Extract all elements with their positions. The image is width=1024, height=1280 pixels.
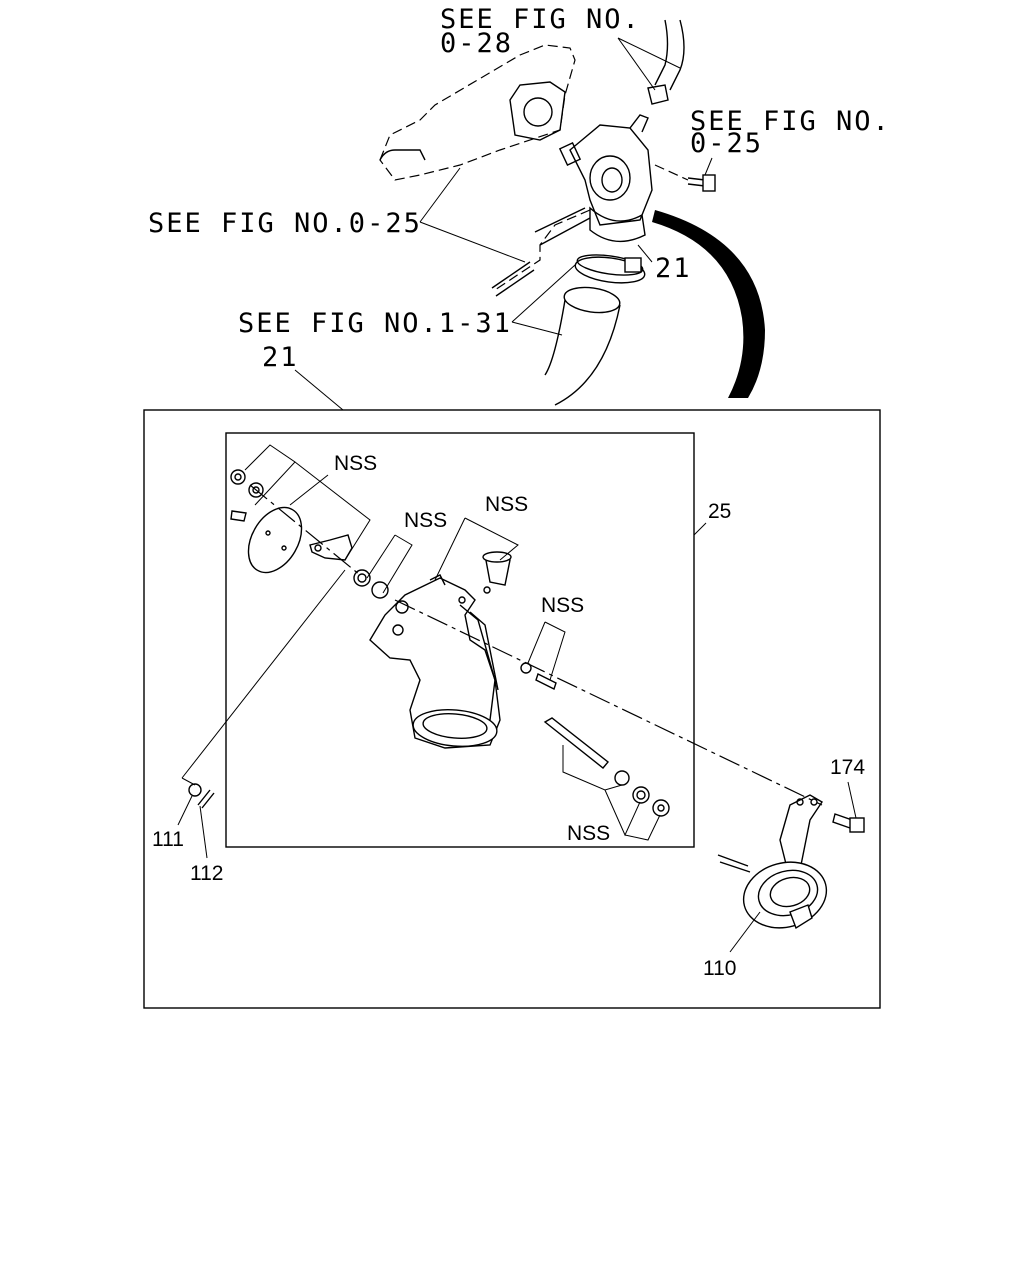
callout-nss-4: NSS xyxy=(541,594,584,617)
callout-174: 174 xyxy=(830,756,865,779)
vacuum-hose-dashed xyxy=(494,209,591,291)
nut-111-icon xyxy=(188,783,202,797)
manifold-runner xyxy=(379,149,426,161)
bolt-icon xyxy=(687,174,716,192)
vacuum-hose xyxy=(491,207,591,297)
callout-nss-1: NSS xyxy=(334,452,377,475)
nss-lever-leader xyxy=(181,569,346,786)
callout-174-leader xyxy=(847,781,857,819)
bolt-dashed-leader xyxy=(654,164,689,181)
clip-112-icon xyxy=(197,789,215,809)
ref-fig-0-28-line2: 0-28 xyxy=(440,28,513,59)
callout-110-leader xyxy=(729,911,761,953)
vacuum-actuator xyxy=(717,794,828,930)
bushing-icon xyxy=(353,569,371,587)
callout-111: 111 xyxy=(152,828,184,851)
seal-ring xyxy=(371,581,389,599)
callout-112: 112 xyxy=(190,862,223,885)
nss-4-leader xyxy=(527,621,566,681)
ref-0-25-left-leader xyxy=(419,167,526,263)
callout-110: 110 xyxy=(703,957,736,980)
exploded-parts xyxy=(188,469,865,930)
callout-21-upper-leader xyxy=(637,244,653,263)
center-line-2 xyxy=(249,484,361,576)
throttle-plate xyxy=(247,506,303,574)
inner-detail-frame xyxy=(225,432,695,848)
throttle-elbow xyxy=(558,114,653,243)
intake-manifold xyxy=(379,44,576,181)
ref-fig-1-31: SEE FIG NO.1-31 xyxy=(238,308,512,339)
hose-clip xyxy=(647,84,669,105)
upper-hose xyxy=(654,19,685,91)
nss-5-leader xyxy=(562,745,661,841)
stud-icon xyxy=(535,673,557,690)
ref-0-28-leader xyxy=(617,37,681,91)
screw-icon xyxy=(230,510,247,522)
ref-fig-0-25-right-line1: SEE FIG NO. xyxy=(690,106,891,137)
callout-25-leader xyxy=(693,522,707,536)
throttle-shaft xyxy=(543,717,609,769)
upper-assembly xyxy=(379,19,765,406)
black-hose xyxy=(652,210,765,398)
callout-21-top: 21 xyxy=(262,342,299,373)
nss-3-leader xyxy=(434,517,519,581)
callout-21-upper: 21 xyxy=(655,253,692,284)
throttle-body xyxy=(369,574,501,749)
washer-lower-1 xyxy=(614,770,630,786)
ref-fig-0-28-line1: SEE FIG NO. xyxy=(440,4,641,35)
bolt-174-icon xyxy=(832,813,865,833)
washer-lower-2 xyxy=(632,786,650,804)
callout-111-leader xyxy=(177,795,193,826)
ref-fig-0-25-right-line2: 0-25 xyxy=(690,128,763,159)
outer-detail-frame xyxy=(143,409,881,1009)
callout-nss-3: NSS xyxy=(485,493,528,516)
sensor-nozzle xyxy=(482,551,512,594)
washer-lower-3 xyxy=(652,799,670,817)
callout-25: 25 xyxy=(708,500,731,523)
nut-icon xyxy=(230,469,246,485)
ref-0-25-right-leader xyxy=(704,157,713,176)
callout-nss-5: NSS xyxy=(567,822,610,845)
callout-nss-2: NSS xyxy=(404,509,447,532)
manifold-port xyxy=(523,97,553,127)
callout-21-top-leader xyxy=(294,369,344,411)
nss-2-leader xyxy=(366,534,413,594)
manifold-flange xyxy=(509,81,566,141)
callout-112-leader xyxy=(199,805,208,859)
nss-1-leader xyxy=(244,444,371,561)
intake-pipe xyxy=(544,286,621,406)
hose-clamp xyxy=(574,254,646,284)
ref-1-31-leader xyxy=(511,264,576,336)
center-line-1 xyxy=(394,599,823,806)
ref-fig-0-25-left: SEE FIG NO.0-25 xyxy=(148,208,422,239)
